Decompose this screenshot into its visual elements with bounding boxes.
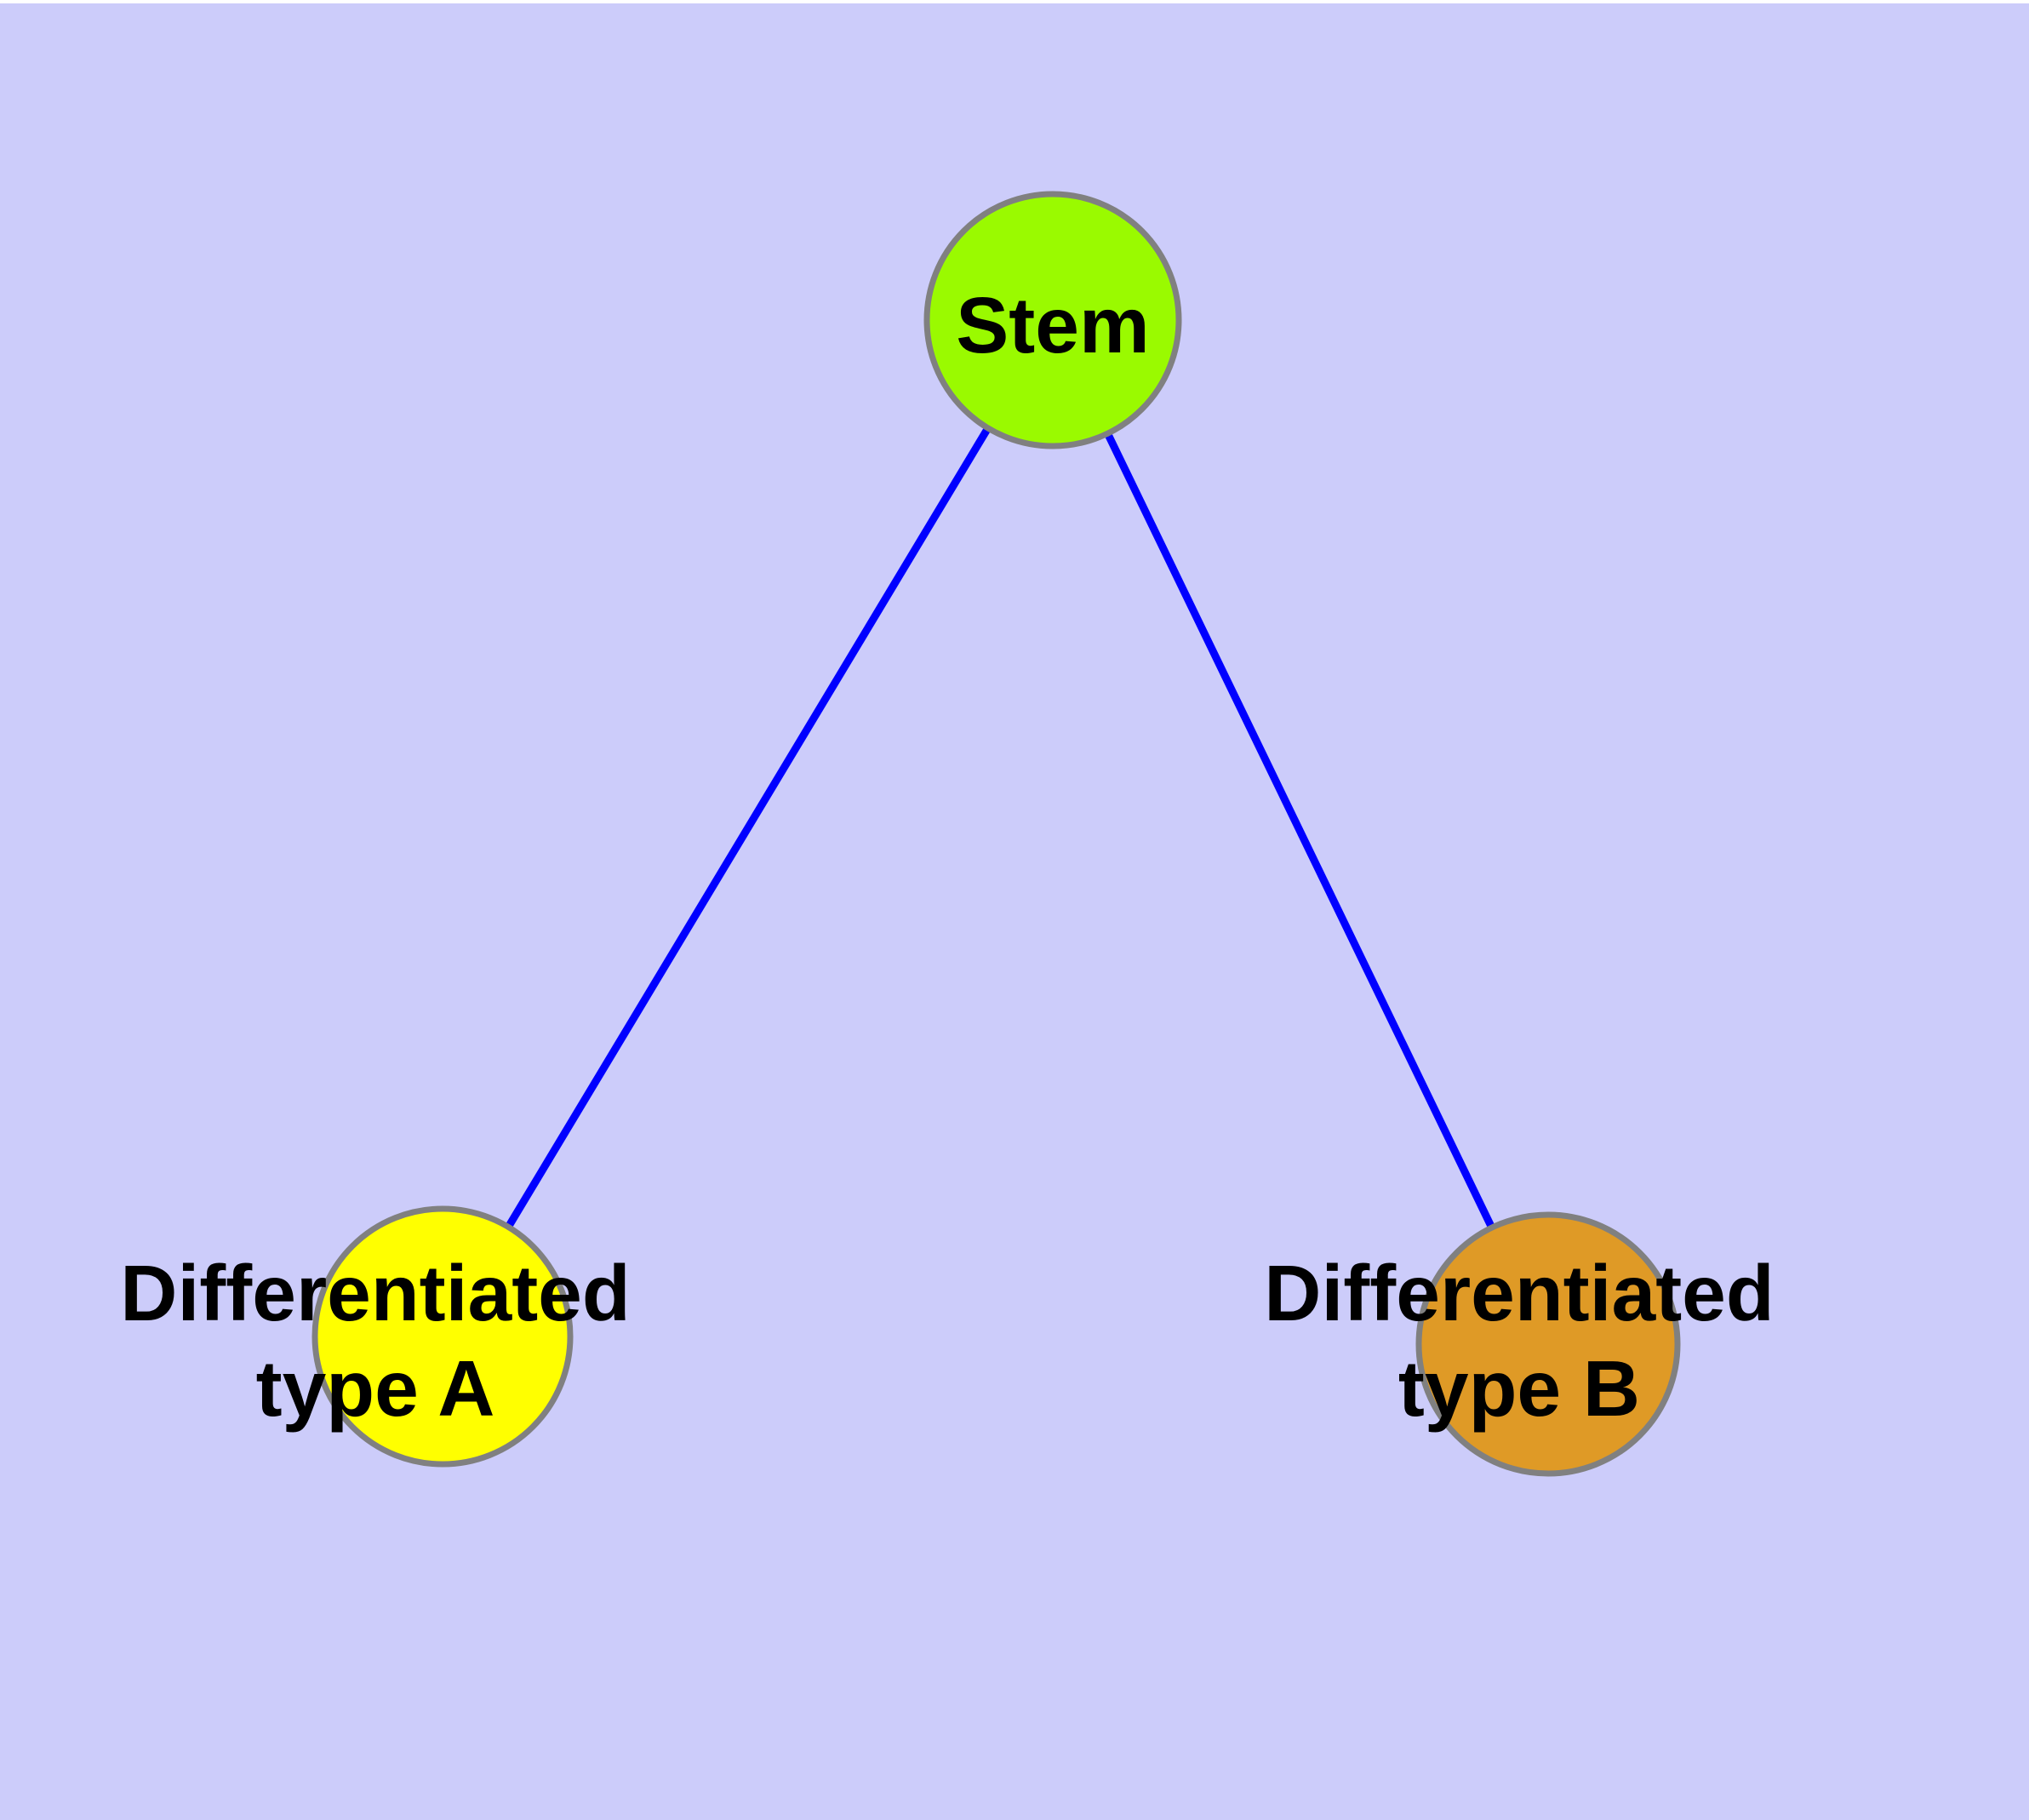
graph-node-label-line: Stem	[956, 281, 1149, 369]
graph-node-diff-b[interactable]	[1415, 1211, 1681, 1477]
graph-node-label-line: type A	[256, 1344, 495, 1433]
edges-layer	[439, 318, 1552, 1346]
graph-node-label-line: type B	[1398, 1344, 1640, 1433]
graph-node-stem[interactable]	[923, 191, 1182, 449]
graph-edge-stem-to-diff-a[interactable]	[439, 318, 1056, 1339]
graph-node-label-line: Differentiated	[1264, 1249, 1774, 1337]
graph-node-label-stem: Stem	[956, 281, 1149, 369]
nodes-layer	[311, 191, 1681, 1477]
graph-node-diff-a[interactable]	[311, 1205, 574, 1468]
graph-edge-stem-to-diff-b[interactable]	[1049, 318, 1552, 1346]
graph-node-label-line: Differentiated	[120, 1249, 630, 1337]
